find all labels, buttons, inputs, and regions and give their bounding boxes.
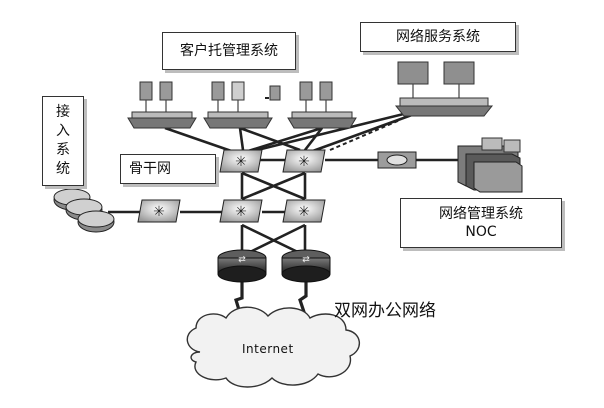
link-service-to-core2	[309, 110, 421, 154]
access-devices	[53, 188, 115, 233]
access-system-text: 接入系统	[56, 104, 70, 177]
hosting-rack-right	[287, 81, 357, 129]
svg-text:✳: ✳	[153, 204, 165, 220]
backbone-text: 骨干网	[129, 161, 171, 177]
noc-servers	[457, 137, 523, 193]
diagram-caption: 双网办公网络	[334, 301, 436, 321]
hosting-rack-left	[127, 81, 197, 129]
core-switch-bottom-left: ✳	[219, 199, 263, 223]
link-hosting-mid-to-core	[238, 127, 245, 151]
svg-text:⇄: ⇄	[302, 255, 310, 265]
svg-text:⇄: ⇄	[238, 255, 246, 265]
noc-text: NOC	[465, 224, 497, 240]
access-switch: ✳	[137, 199, 181, 223]
internet-cloud	[186, 306, 360, 388]
svg-text:✳: ✳	[298, 204, 310, 220]
link-hosting-mid-to-core2	[239, 126, 301, 152]
hosting-rack-middle	[203, 81, 281, 129]
internet-label: Internet	[242, 342, 294, 356]
network-service-text: 网络服务系统	[396, 29, 480, 45]
backbone-label: 骨干网	[120, 154, 216, 184]
client-hosting-text: 客户托管理系统	[180, 43, 278, 59]
client-hosting-servers	[127, 81, 357, 129]
client-hosting-label: 客户托管理系统	[162, 32, 296, 70]
link-core-to-service-dashed	[329, 119, 401, 151]
network-management-label: 网络管理系统 NOC	[400, 198, 562, 248]
access-system-label: 接入系统	[42, 96, 84, 186]
link-service-to-core	[244, 108, 421, 155]
svg-text:✳: ✳	[235, 154, 247, 170]
network-service-label: 网络服务系统	[360, 22, 516, 52]
link-hosting-right-to-core2	[303, 127, 324, 151]
firewall-device	[377, 151, 417, 169]
core-switch-bottom-right: ✳	[282, 199, 326, 223]
link-hosting-right-to-core	[244, 126, 323, 154]
network-management-text: 网络管理系统	[439, 206, 523, 222]
svg-text:✳: ✳	[298, 154, 310, 170]
router-left: ⇄	[217, 249, 267, 283]
router-right: ⇄	[281, 249, 331, 283]
core-switch-top-left: ✳	[219, 149, 263, 173]
core-switch-top-right: ✳	[282, 149, 326, 173]
link-core-cross-2	[241, 171, 306, 201]
svg-text:✳: ✳	[235, 204, 247, 220]
network-service-servers	[394, 61, 494, 117]
